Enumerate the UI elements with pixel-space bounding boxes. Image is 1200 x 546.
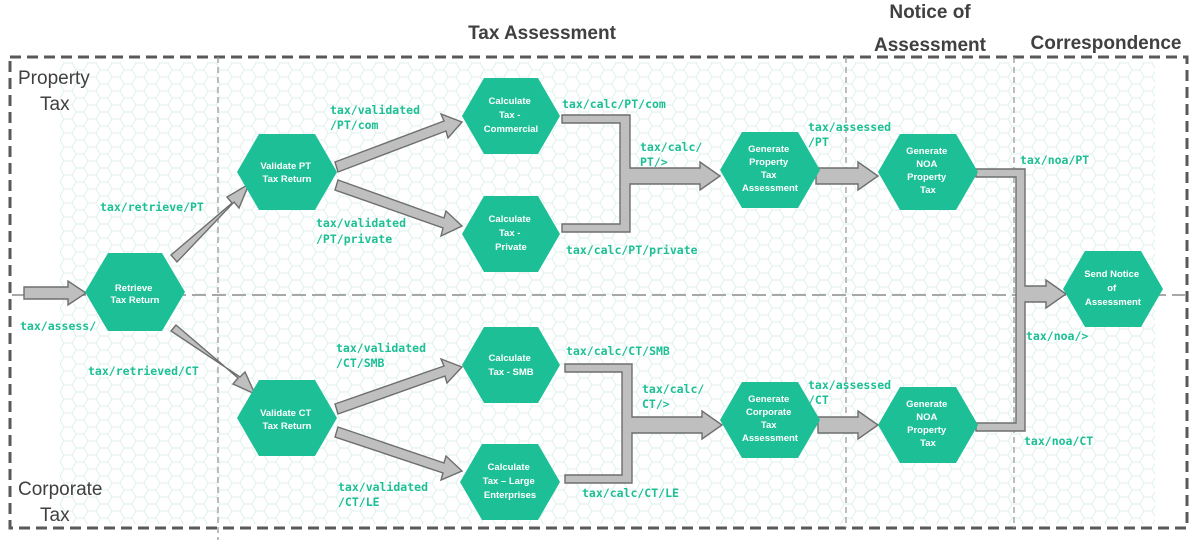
node-retrieve[interactable] xyxy=(85,253,185,331)
arrow-vct-to-smb xyxy=(334,357,464,415)
lane-corporate-line2: Tax xyxy=(40,505,70,526)
node-send-notice[interactable] xyxy=(1063,251,1163,327)
topic-validated-ct-le: tax/validated /CT/LE xyxy=(338,480,435,509)
node-send-notice-label: Send Notice of Assessment xyxy=(1084,269,1142,308)
topic-retrieve-pt: tax/retrieve/PT xyxy=(100,200,204,214)
node-calc-large-label: Calculate Tax – Large Enterprises xyxy=(483,462,538,501)
lane-property-line2: Tax xyxy=(40,94,70,115)
node-validate-ct[interactable] xyxy=(237,380,337,456)
node-noa-ct-label: Generate NOA Property Tax xyxy=(906,399,950,449)
node-gen-property-label: Generate Property Tax Assessment xyxy=(742,144,799,194)
node-gen-property[interactable] xyxy=(720,132,820,208)
topic-calc-ct-merge: tax/calc/ CT/> xyxy=(642,382,711,411)
header-tax-assessment: Tax Assessment xyxy=(468,23,617,44)
node-calc-smb[interactable] xyxy=(462,327,560,403)
arrow-entry xyxy=(23,279,88,307)
arrow-vpt-to-private xyxy=(334,179,464,238)
topic-noa-ct: tax/noa/CT xyxy=(1024,434,1093,448)
node-gen-corporate-label: Generate Corporate Tax Assessment xyxy=(742,394,799,444)
node-noa-pt[interactable] xyxy=(878,134,978,210)
header-notice-line1: Notice of xyxy=(889,2,971,23)
topic-noa-all: tax/noa/> xyxy=(1026,329,1088,343)
arrow-ct-merge xyxy=(564,363,724,484)
topic-noa-pt: tax/noa/PT xyxy=(1020,153,1089,167)
arrow-retrieve-to-validate-pt xyxy=(170,182,251,264)
topic-assess: tax/assess/ xyxy=(20,319,96,333)
node-calc-commercial-label: Calculate Tax - Commercial xyxy=(484,96,538,135)
nodes xyxy=(85,78,1163,520)
arrow-gen-property-to-noa xyxy=(815,160,880,192)
topic-calc-pt-com: tax/calc/PT/com xyxy=(562,97,666,111)
node-calc-private[interactable] xyxy=(462,196,560,272)
arrow-vct-to-large xyxy=(334,426,464,482)
arrow-vpt-to-commercial xyxy=(334,112,464,173)
lane-property-line1: Property xyxy=(18,68,90,89)
topic-validated-pt-private: tax/validated /PT/private xyxy=(316,216,413,246)
topic-calc-ct-smb: tax/calc/CT/SMB xyxy=(566,344,670,358)
lane-corporate-line1: Corporate xyxy=(18,479,103,500)
node-validate-pt[interactable] xyxy=(237,134,337,210)
topic-assessed-ct: tax/assessed /CT xyxy=(808,378,898,407)
node-validate-pt-label: Validate PT Tax Return xyxy=(260,161,313,185)
node-noa-ct[interactable] xyxy=(878,387,978,463)
arrow-retrieve-to-validate-ct xyxy=(169,324,257,396)
topic-validated-pt-com: tax/validated /PT/com xyxy=(330,103,427,132)
arrow-pt-merge xyxy=(561,114,722,233)
topic-calc-pt-merge: tax/calc/ PT/> xyxy=(640,140,709,169)
header-correspondence: Correspondence xyxy=(1031,33,1182,54)
node-validate-ct-label: Validate CT Tax Return xyxy=(260,408,314,432)
background-pattern xyxy=(60,62,1155,524)
arrow-noa-merge xyxy=(975,168,1068,432)
arrow-gen-corporate-to-noa xyxy=(817,409,880,441)
node-calc-private-label: Calculate Tax - Private xyxy=(489,214,534,253)
node-calc-large[interactable] xyxy=(460,444,560,520)
outer-border xyxy=(8,55,1189,530)
node-calc-smb-label: Calculate Tax - SMB xyxy=(488,353,533,378)
topic-retrieved-ct: tax/retrieved/CT xyxy=(88,364,199,378)
topic-validated-ct-smb: tax/validated /CT/SMB xyxy=(336,341,433,370)
node-retrieve-label: Retrieve Tax Return xyxy=(111,283,160,306)
topic-assessed-pt: tax/assessed /PT xyxy=(808,120,898,149)
header-notice-line2: Assessment xyxy=(874,35,987,56)
node-noa-pt-label: Generate NOA Property Tax xyxy=(906,146,950,196)
topic-calc-ct-le: tax/calc/CT/LE xyxy=(582,486,679,500)
topic-calc-pt-private: tax/calc/PT/private xyxy=(566,243,698,257)
node-calc-commercial[interactable] xyxy=(462,78,560,154)
node-gen-corporate[interactable] xyxy=(720,382,820,458)
